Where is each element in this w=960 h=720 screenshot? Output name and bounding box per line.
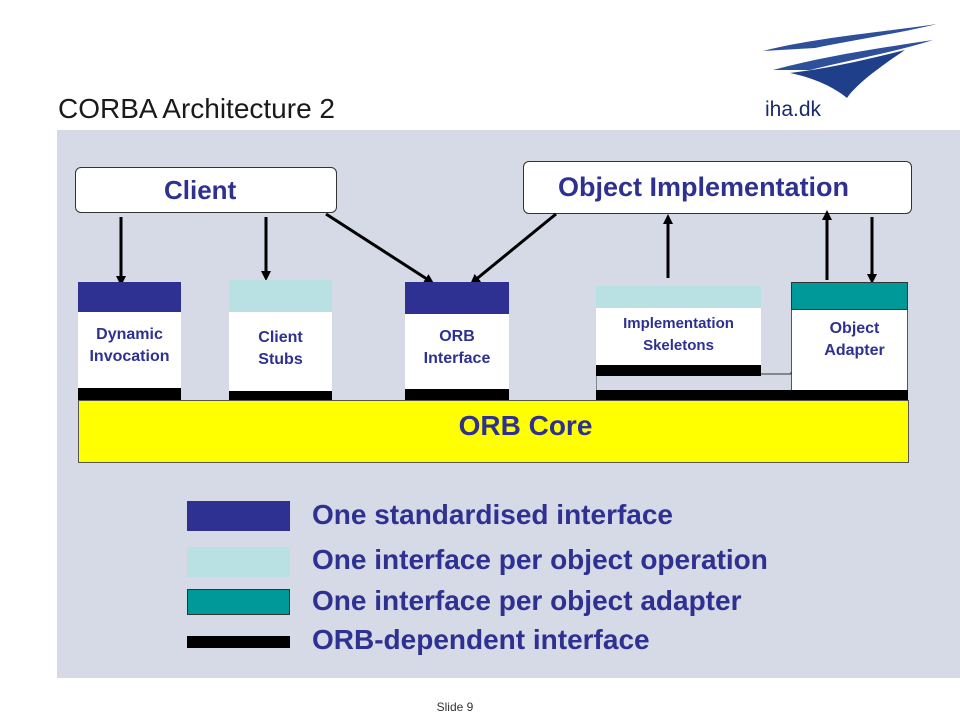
object-implementation-box: Object Implementation — [523, 161, 912, 214]
legend-swatch-per-adapter — [187, 589, 290, 615]
legend-text-per-adapter: One interface per object adapter — [312, 585, 742, 616]
legend-swatch-standardised — [187, 501, 290, 531]
object-implementation-label: Object Implementation — [558, 172, 850, 202]
legend-swatch-orb-dependent — [187, 636, 290, 648]
skeletons-orb-bar — [596, 365, 761, 376]
legend-swatch-per-operation — [187, 547, 290, 577]
logo-wing-3-icon — [790, 50, 905, 98]
dynamic-invocation-standard-bar — [78, 282, 181, 312]
skeletons-operation-bar — [596, 286, 761, 308]
adapter-skeletons-orb-bar — [596, 390, 908, 402]
dynamic-invocation-label: Dynamic Invocation — [89, 326, 170, 365]
dynamic-invocation-orb-bar — [78, 388, 181, 400]
client-box: Client — [75, 167, 337, 213]
skeleton-adapter-connector — [596, 372, 792, 390]
logo-wing-2-icon — [773, 40, 933, 70]
object-adapter-adapter-bar — [791, 282, 908, 310]
legend-text-per-operation: One interface per object operation — [312, 544, 768, 575]
arrow-impl-orb-interface — [470, 212, 557, 285]
client-stubs-label: Client Stubs — [258, 329, 303, 368]
slide-title: CORBA Architecture 2 — [58, 93, 336, 124]
orb-interface-orb-bar — [405, 389, 509, 400]
logo-text: iha.dk — [765, 98, 822, 121]
implementation-skeletons-label: Implementation Skeletons — [623, 315, 734, 354]
orb-core — [78, 400, 909, 463]
iha-logo: iha.dk — [763, 24, 937, 121]
client-label: Client — [164, 174, 237, 205]
orb-interface-standard-bar — [405, 282, 509, 314]
client-stubs-orb-bar — [229, 391, 332, 400]
legend-text-standardised: One standardised interface — [312, 499, 674, 530]
arrow-client-orb-interface — [325, 212, 435, 284]
legend-text-orb-dependent: ORB-dependent interface — [312, 624, 650, 655]
orb-core-label: ORB Core — [458, 410, 593, 441]
logo-wing-1-icon — [763, 24, 937, 51]
object-adapter-label: Object Adapter — [824, 320, 885, 359]
orb-interface-label: ORB Interface — [423, 328, 491, 367]
client-stubs-operation-bar — [229, 280, 332, 312]
slide-number: Slide 9 — [436, 700, 474, 714]
